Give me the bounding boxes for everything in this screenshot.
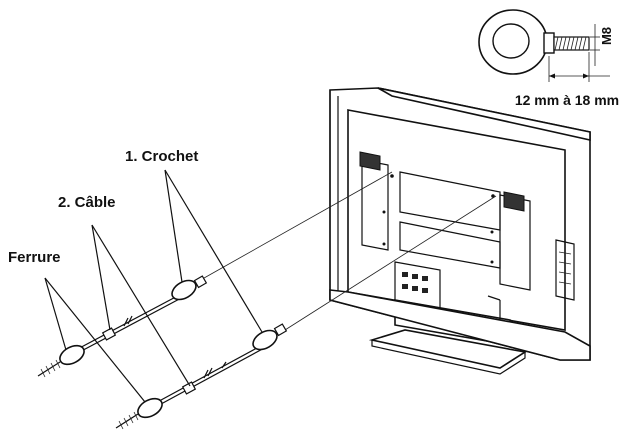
eye-bolt-collar bbox=[543, 32, 555, 54]
television-rear bbox=[329, 87, 591, 375]
guide-line-lower bbox=[284, 195, 497, 331]
mount-hole-left bbox=[359, 151, 381, 171]
guide-line-upper bbox=[196, 171, 393, 283]
bracket-ring-upper bbox=[59, 344, 85, 366]
cable-assembly bbox=[37, 171, 497, 430]
label-crochet: 1. Crochet bbox=[125, 148, 198, 165]
thread-hatching bbox=[554, 36, 587, 51]
leader-lines bbox=[44, 169, 263, 403]
eye-bolt-detail: M8 12 mm à 18 mm bbox=[478, 9, 619, 108]
hook-lower bbox=[252, 329, 278, 351]
mount-hole-right bbox=[503, 191, 525, 212]
label-cable: 2. Câble bbox=[58, 194, 116, 211]
thread-size-label: M8 bbox=[599, 27, 614, 45]
eye-bolt-ring-inner bbox=[492, 23, 530, 59]
length-dimension-label: 12 mm à 18 mm bbox=[515, 92, 619, 108]
hook-upper bbox=[171, 279, 197, 301]
label-ferrure: Ferrure bbox=[8, 249, 61, 266]
eye-bolt-thread bbox=[553, 36, 590, 51]
bracket-ring-lower bbox=[137, 397, 163, 419]
